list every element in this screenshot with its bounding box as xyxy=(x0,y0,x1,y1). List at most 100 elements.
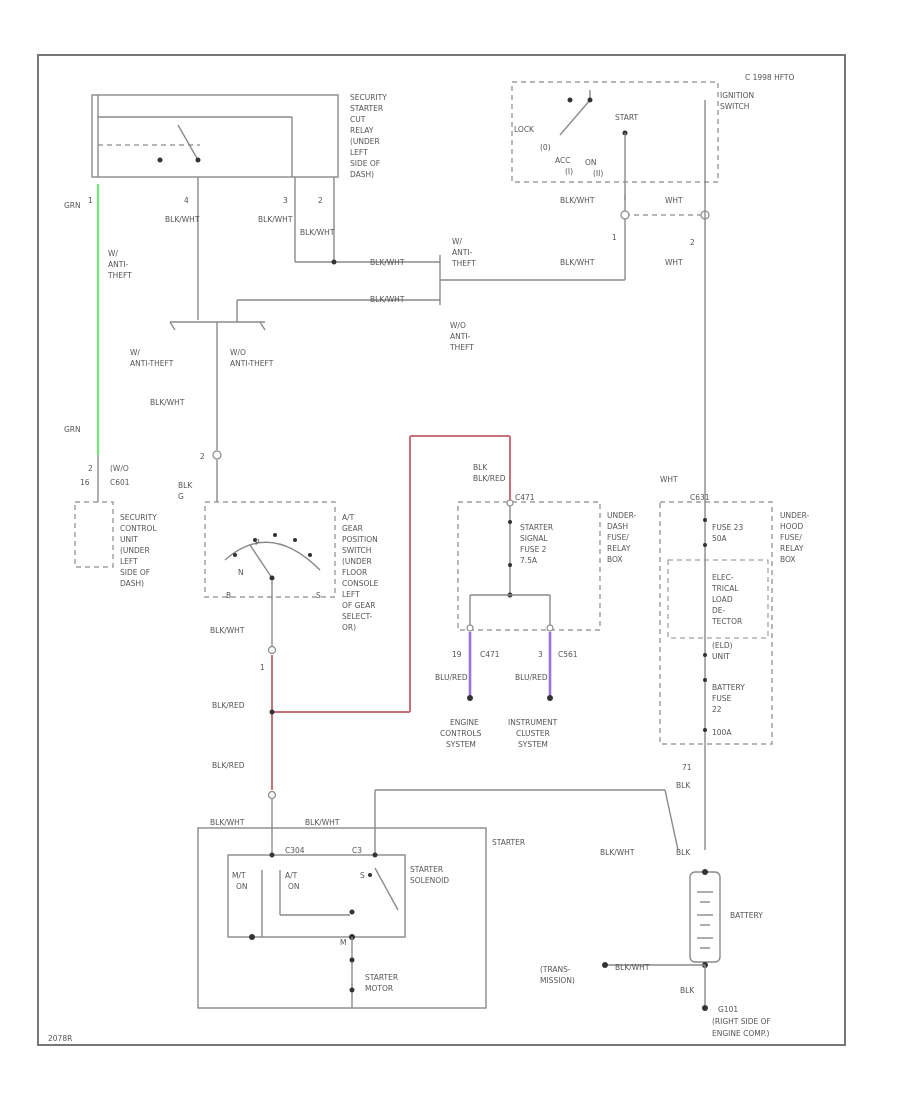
svg-text:STARTER: STARTER xyxy=(410,865,443,874)
svg-text:TECTOR: TECTOR xyxy=(711,617,742,626)
svg-text:SELECT-: SELECT- xyxy=(342,612,373,621)
svg-text:RELAY: RELAY xyxy=(780,544,804,553)
svg-text:OR): OR) xyxy=(342,623,356,632)
svg-text:71: 71 xyxy=(682,763,692,772)
svg-text:LEFT: LEFT xyxy=(342,590,360,599)
svg-text:BLK/RED: BLK/RED xyxy=(212,761,245,770)
svg-text:1: 1 xyxy=(612,233,617,242)
grn-wire: GRN GRN 1 W/ ANTI- THEFT xyxy=(64,184,132,455)
wht-wire: WHT xyxy=(660,100,706,515)
svg-text:SOLENOID: SOLENOID xyxy=(410,876,449,885)
svg-text:3: 3 xyxy=(283,196,288,205)
svg-text:BLK: BLK xyxy=(676,848,691,857)
svg-text:W/: W/ xyxy=(452,237,462,246)
svg-text:MISSION): MISSION) xyxy=(540,976,575,985)
svg-text:SYSTEM: SYSTEM xyxy=(518,740,548,749)
svg-text:BOX: BOX xyxy=(607,555,623,564)
svg-text:W/: W/ xyxy=(130,348,140,357)
svg-text:(RIGHT SIDE OF: (RIGHT SIDE OF xyxy=(712,1017,771,1026)
svg-text:BLK/WHT: BLK/WHT xyxy=(210,818,245,827)
gear-position-switch: BLK G P N B S A/T GEAR POSITION SWITCH (… xyxy=(178,460,379,632)
svg-text:UNDER-: UNDER- xyxy=(780,511,810,520)
svg-text:THEFT: THEFT xyxy=(449,343,474,352)
svg-text:SIDE OF: SIDE OF xyxy=(120,568,150,577)
svg-text:GRN: GRN xyxy=(64,201,81,210)
svg-text:LEFT: LEFT xyxy=(350,148,368,157)
svg-text:G101: G101 xyxy=(718,1005,738,1014)
svg-text:DASH): DASH) xyxy=(350,170,374,179)
svg-text:ANTI-THEFT: ANTI-THEFT xyxy=(230,359,274,368)
ignition-switch: IGNITION SWITCH START LOCK (0) ACC ON (I… xyxy=(511,81,754,267)
svg-text:SYSTEM: SYSTEM xyxy=(446,740,476,749)
svg-text:BOX: BOX xyxy=(780,555,796,564)
svg-text:BLK: BLK xyxy=(473,463,488,472)
svg-text:IGNITION: IGNITION xyxy=(720,91,754,100)
svg-text:GEAR: GEAR xyxy=(342,524,363,533)
corner-note: C 1998 HFTO xyxy=(745,73,794,82)
svg-text:INSTRUMENT: INSTRUMENT xyxy=(508,718,558,727)
svg-text:BATTERY: BATTERY xyxy=(712,683,745,692)
svg-text:(UNDER: (UNDER xyxy=(350,137,380,146)
svg-text:RELAY: RELAY xyxy=(350,126,374,135)
svg-text:(W/O: (W/O xyxy=(110,464,129,473)
svg-text:MOTOR: MOTOR xyxy=(365,984,393,993)
svg-text:THEFT: THEFT xyxy=(451,259,476,268)
svg-text:4: 4 xyxy=(184,196,189,205)
svg-text:BLK/WHT: BLK/WHT xyxy=(165,215,200,224)
svg-text:HOOD: HOOD xyxy=(780,522,803,531)
svg-text:FUSE 2: FUSE 2 xyxy=(520,545,547,554)
svg-text:16: 16 xyxy=(80,478,90,487)
svg-text:UNIT: UNIT xyxy=(712,652,730,661)
svg-text:C601: C601 xyxy=(110,478,130,487)
svg-text:ANTI-THEFT: ANTI-THEFT xyxy=(130,359,174,368)
svg-text:W/: W/ xyxy=(108,249,118,258)
security-starter-cut-relay: SECURITY STARTER CUT RELAY (UNDER LEFT S… xyxy=(91,93,387,179)
svg-text:CLUSTER: CLUSTER xyxy=(516,729,550,738)
svg-text:SWITCH: SWITCH xyxy=(720,102,749,111)
svg-text:FUSE/: FUSE/ xyxy=(607,533,629,542)
svg-text:CONSOLE: CONSOLE xyxy=(342,579,379,588)
svg-text:C471: C471 xyxy=(480,650,500,659)
svg-text:A/T: A/T xyxy=(285,871,298,880)
svg-text:(ELD): (ELD) xyxy=(712,641,733,650)
svg-text:THEFT: THEFT xyxy=(107,271,132,280)
svg-text:CUT: CUT xyxy=(350,115,366,124)
svg-text:C304: C304 xyxy=(285,846,305,855)
battery: BATTERY BLK/WHT BLK BLK/WHT (TRANS- MISS… xyxy=(540,848,771,1038)
svg-text:LOCK: LOCK xyxy=(514,125,535,134)
svg-text:S: S xyxy=(316,591,321,600)
svg-text:(II): (II) xyxy=(593,169,603,178)
svg-text:DASH: DASH xyxy=(607,522,628,531)
svg-text:ELEC-: ELEC- xyxy=(712,573,734,582)
svg-text:SIDE OF: SIDE OF xyxy=(350,159,380,168)
svg-text:W/O: W/O xyxy=(230,348,246,357)
svg-text:50A: 50A xyxy=(712,534,728,543)
svg-text:2: 2 xyxy=(200,452,205,461)
svg-text:DASH): DASH) xyxy=(120,579,144,588)
svg-text:G: G xyxy=(178,492,184,501)
svg-text:N: N xyxy=(238,568,244,577)
svg-text:BLK: BLK xyxy=(676,781,691,790)
svg-text:POSITION: POSITION xyxy=(342,535,378,544)
svg-text:ANTI-: ANTI- xyxy=(108,260,129,269)
relay-pins-3-2: 3 2 BLK/WHT BLK/WHT BLK/WHT xyxy=(258,177,440,267)
svg-text:BLU/RED: BLU/RED xyxy=(515,673,548,682)
svg-text:ENGINE COMP.): ENGINE COMP.) xyxy=(712,1029,769,1038)
svg-text:C471: C471 xyxy=(515,493,535,502)
svg-text:(UNDER: (UNDER xyxy=(120,546,150,555)
svg-text:STARTER: STARTER xyxy=(520,523,553,532)
underhood-fuse-box: C631 FUSE 23 50A ELEC- TRICAL LOAD DE- T… xyxy=(659,493,810,850)
svg-text:A/T: A/T xyxy=(342,513,355,522)
svg-text:ENGINE: ENGINE xyxy=(450,718,479,727)
svg-text:P: P xyxy=(255,538,260,547)
svg-text:19: 19 xyxy=(452,650,462,659)
svg-text:FUSE/: FUSE/ xyxy=(780,533,802,542)
svg-text:2: 2 xyxy=(318,196,323,205)
svg-text:1: 1 xyxy=(88,196,93,205)
svg-text:BLK/RED: BLK/RED xyxy=(473,474,506,483)
svg-text:ON: ON xyxy=(236,882,248,891)
svg-text:C3: C3 xyxy=(352,846,362,855)
signal-outputs: 19 C471 3 C561 BLU/RED BLU/RED ENGINE CO… xyxy=(435,624,578,749)
svg-text:SECURITY: SECURITY xyxy=(120,513,157,522)
underdash-fuse-box: BLK BLK/RED C471 STARTER SIGNAL FUSE 2 7… xyxy=(457,463,637,631)
